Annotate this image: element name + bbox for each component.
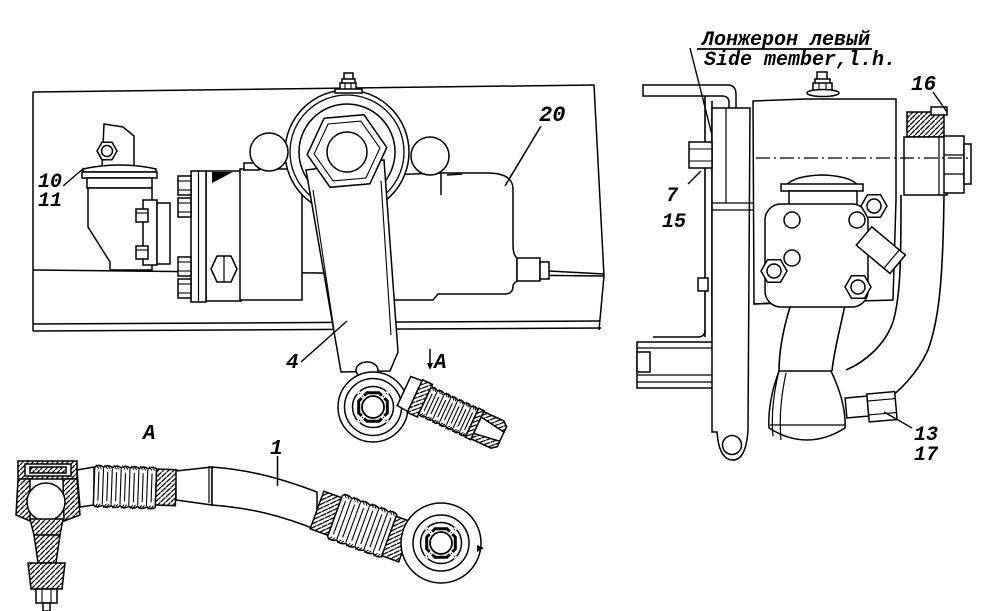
svg-text:15: 15 xyxy=(662,211,686,234)
svg-text:Лонжерон левый: Лонжерон левый xyxy=(701,29,870,52)
svg-text:13: 13 xyxy=(914,424,938,447)
svg-text:1: 1 xyxy=(270,438,283,461)
svg-text:16: 16 xyxy=(911,74,937,97)
svg-text:A: A xyxy=(432,352,447,375)
svg-text:A: A xyxy=(141,423,156,446)
svg-text:7: 7 xyxy=(666,185,679,208)
svg-text:Side member,l.h.: Side member,l.h. xyxy=(704,49,896,72)
svg-text:4: 4 xyxy=(286,352,299,375)
svg-text:17: 17 xyxy=(914,444,939,467)
svg-text:20: 20 xyxy=(539,103,565,128)
svg-text:10: 10 xyxy=(38,171,62,194)
svg-text:11: 11 xyxy=(38,190,62,213)
